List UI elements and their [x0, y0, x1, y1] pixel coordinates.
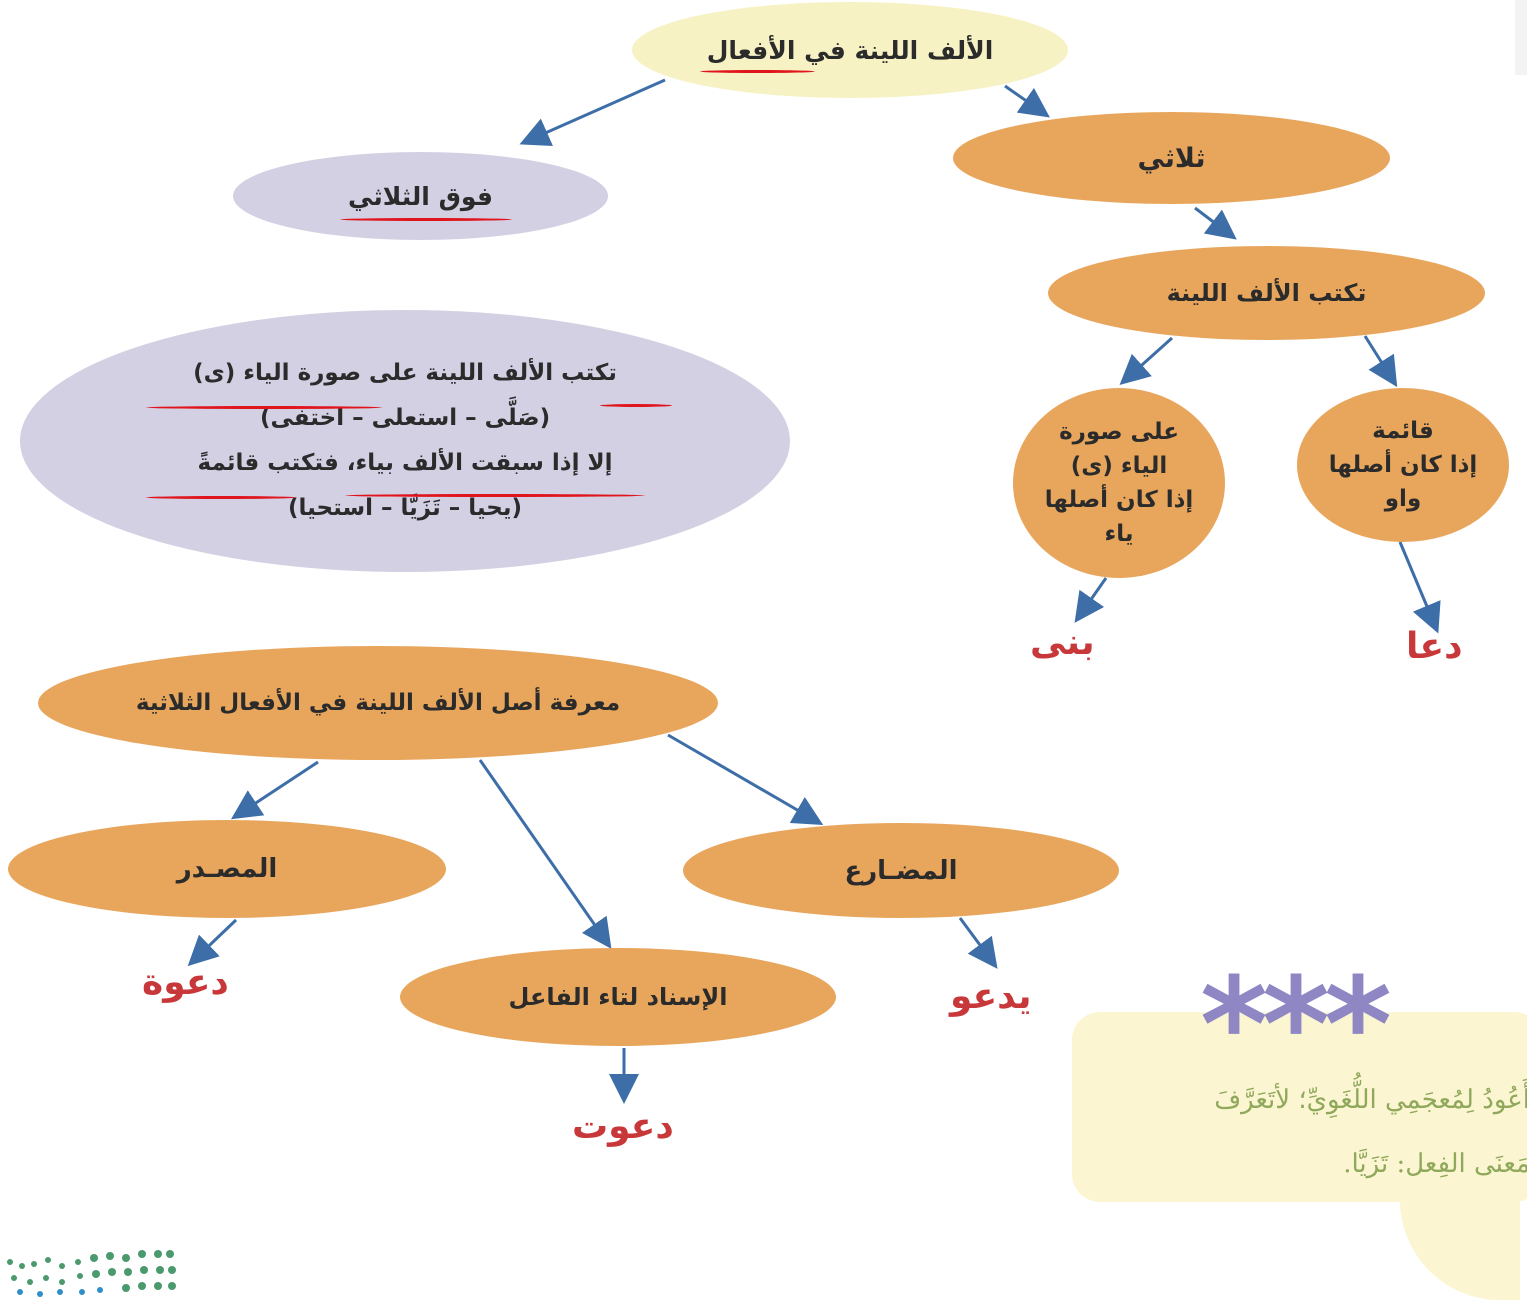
rule-line-1: تكتب الألف اللينة على صورة الياء (ى) — [193, 360, 617, 386]
above-three-node: فوق الثلاثي — [233, 152, 608, 240]
arrow-written-to-upright — [1363, 335, 1398, 388]
arrow-mudari-to-yadu — [958, 917, 998, 969]
tip-line-2: مَعنَى الفِعل: تَزَيَّا. — [1343, 1149, 1527, 1179]
rule-line-4: (يحيا – تَزَيَّا – استحيا) — [288, 495, 522, 521]
page-edge-strip — [1515, 0, 1527, 75]
ya-line-1: على صورة — [1059, 419, 1179, 445]
underline-rule-3b — [345, 494, 645, 497]
root-node: الألف اللينة في الأفعال — [632, 2, 1068, 98]
stars-decoration: *** — [1200, 949, 1392, 1101]
example-yadu: يدعو — [950, 976, 1032, 1017]
above-three-label: فوق الثلاثي — [348, 181, 493, 211]
arrow-origin-to-isnad — [478, 759, 612, 949]
ministry-logo-icon — [7, 1250, 176, 1297]
underline-rule-3a — [146, 496, 296, 499]
rule-line-2: (صَلَّى – استعلى – اختفى) — [259, 405, 551, 431]
origin-node: معرفة أصل الألف اللينة في الأفعال الثلاث… — [38, 646, 718, 760]
underline-root — [700, 70, 815, 73]
example-bana: بنى — [1030, 622, 1095, 663]
arrow-upright-to-da — [1398, 541, 1441, 634]
arrow-masdar-to-dawa — [187, 918, 238, 967]
written-label: تكتب الألف اللينة — [1166, 279, 1367, 307]
underline-above-three — [340, 218, 512, 221]
written-node: تكتب الألف اللينة — [1048, 246, 1485, 340]
upright-line-1: قائمة — [1372, 418, 1434, 444]
upright-line-2: إذا كان أصلها — [1328, 452, 1478, 478]
upright-node: قائمة إذا كان أصلها واو — [1297, 388, 1509, 542]
isnad-label: الإسناد لتاء الفاعل — [508, 983, 728, 1011]
example-da: دعا — [1406, 626, 1463, 667]
arrow-three-to-written — [1194, 206, 1237, 240]
arrow-origin-to-masdar — [230, 760, 319, 820]
arrow-written-to-ya — [1119, 336, 1174, 386]
upright-line-3: واو — [1384, 486, 1422, 512]
ya-form-node: على صورة الياء (ى) إذا كان أصلها ياء — [1013, 388, 1225, 578]
underline-rule-1b — [600, 404, 672, 407]
tip-line-1: أَعُودُ لِمُعجَمِي اللُّغَوِيِّ؛ لأتَعَر… — [1214, 1085, 1527, 1115]
masdar-label: المصـدر — [176, 854, 278, 884]
three-node: ثلاثي — [953, 112, 1390, 204]
masdar-node: المصـدر — [8, 820, 446, 918]
tip-callout — [1072, 1012, 1527, 1202]
three-label: ثلاثي — [1137, 142, 1206, 174]
ya-line-2: الياء (ى) — [1070, 453, 1168, 479]
tip-text: أَعُودُ لِمُعجَمِي اللُّغَوِيِّ؛ لأتَعَر… — [1080, 1068, 1527, 1196]
arrow-root-to-above-three — [519, 78, 666, 146]
isnad-node: الإسناد لتاء الفاعل — [400, 948, 836, 1046]
example-dawa: دعوة — [142, 962, 229, 1003]
underline-rule-1a — [146, 406, 382, 409]
arrow-root-to-three — [1004, 84, 1050, 118]
ya-line-4: ياء — [1104, 521, 1134, 547]
example-dawtu: دعوت — [572, 1106, 674, 1147]
ya-line-3: إذا كان أصلها — [1044, 487, 1194, 513]
rule-line-3: إلا إذا سبقت الألف بياء، فتكتب قائمةً — [197, 450, 613, 476]
mudari-label: المضـارع — [844, 855, 958, 886]
arrow-ya-to-bana — [1074, 577, 1108, 623]
root-label: الألف اللينة في الأفعال — [706, 35, 994, 65]
rule-node: تكتب الألف اللينة على صورة الياء (ى) (صَ… — [20, 310, 790, 572]
arrow-origin-to-mudari — [667, 733, 824, 826]
origin-label: معرفة أصل الألف اللينة في الأفعال الثلاث… — [135, 690, 621, 716]
mudari-node: المضـارع — [683, 823, 1119, 918]
